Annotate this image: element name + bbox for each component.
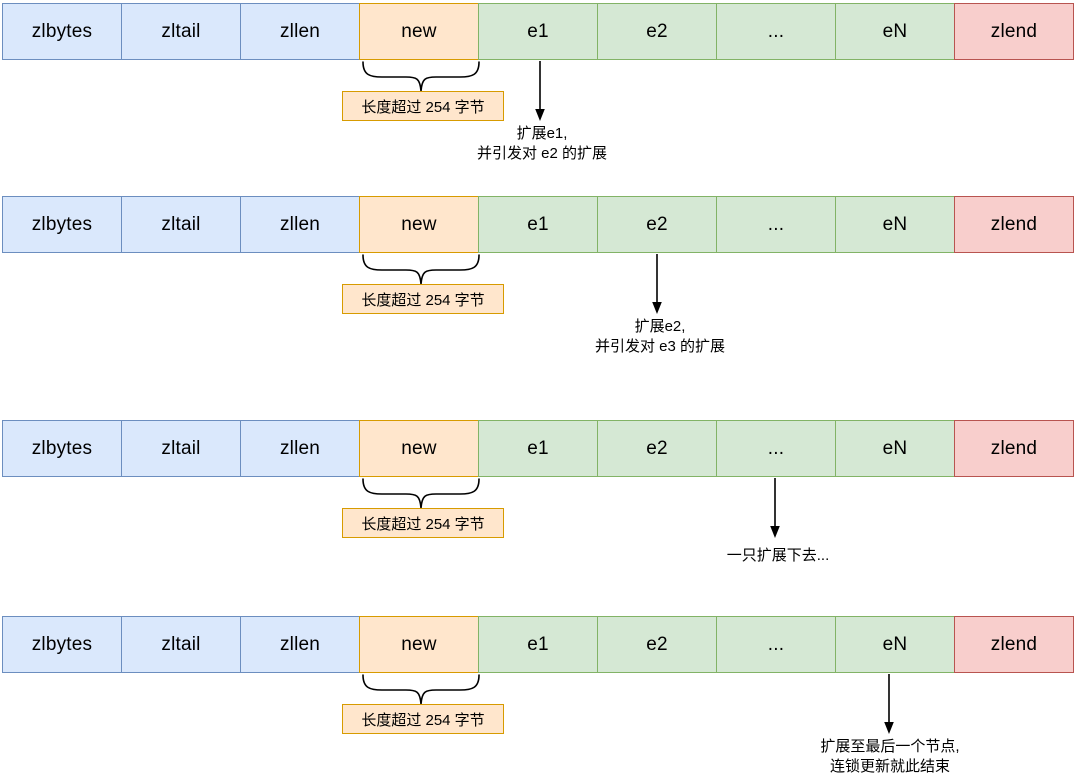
cascade-note-line: 一只扩展下去... [726,547,830,564]
cell-eN: eN [835,616,955,673]
length-callout: 长度超过 254 字节 [342,704,504,734]
cascade-note-line: 扩展e1, [516,125,568,142]
cascade-note: 一只扩展下去... [727,546,830,566]
cascade-note-line: 并引发对 e3 的扩展 [594,338,726,355]
cell-zltail: zltail [121,3,241,60]
cell-zltail: zltail [121,420,241,477]
cell-zlend: zlend [954,616,1074,673]
cell-zllen: zllen [240,196,360,253]
cell-zllen: zllen [240,616,360,673]
cell-zltail: zltail [121,616,241,673]
cell-ellipsis: ... [716,3,836,60]
cell-ellipsis: ... [716,420,836,477]
cell-new: new [359,420,479,477]
cell-e2: e2 [597,616,717,673]
cell-zltail: zltail [121,196,241,253]
ziplist-cells: zlbytes zltail zllen new e1 e2 ... eN zl… [2,196,1082,253]
cell-eN: eN [835,196,955,253]
cell-new: new [359,3,479,60]
cell-zlbytes: zlbytes [2,420,122,477]
cell-zllen: zllen [240,420,360,477]
ziplist-cells: zlbytes zltail zllen new e1 e2 ... eN zl… [2,420,1082,477]
cell-e1: e1 [478,196,598,253]
curly-brace-icon [362,254,480,285]
cascade-note-line: 扩展至最后一个节点, [820,738,960,755]
cell-e2: e2 [597,196,717,253]
cell-zlend: zlend [954,420,1074,477]
cell-new: new [359,196,479,253]
cell-e1: e1 [478,616,598,673]
cell-ellipsis: ... [716,196,836,253]
cascade-note-line: 连锁更新就此结束 [829,758,951,775]
cell-e2: e2 [597,420,717,477]
cell-zllen: zllen [240,3,360,60]
cell-new: new [359,616,479,673]
down-arrow-icon [532,61,548,122]
cell-zlend: zlend [954,196,1074,253]
cascade-note: 扩展e1, 并引发对 e2 的扩展 [477,124,607,164]
curly-brace-icon [362,61,480,92]
cell-zlbytes: zlbytes [2,616,122,673]
cell-e1: e1 [478,420,598,477]
ziplist-cells: zlbytes zltail zllen new e1 e2 ... eN zl… [2,616,1082,673]
down-arrow-icon [881,674,897,735]
curly-brace-icon [362,478,480,509]
ziplist-row-3: zlbytes zltail zllen new e1 e2 ... eN zl… [2,420,1082,564]
cascade-note-line: 并引发对 e2 的扩展 [476,145,608,162]
ziplist-cells: zlbytes zltail zllen new e1 e2 ... eN zl… [2,3,1082,60]
down-arrow-icon [649,254,665,315]
cell-eN: eN [835,420,955,477]
cell-e1: e1 [478,3,598,60]
cascade-note: 扩展至最后一个节点, 连锁更新就此结束 [820,737,959,777]
cascade-note: 扩展e2, 并引发对 e3 的扩展 [595,317,725,357]
cell-eN: eN [835,3,955,60]
ziplist-row-4: zlbytes zltail zllen new e1 e2 ... eN zl… [2,616,1082,775]
cell-zlbytes: zlbytes [2,196,122,253]
cell-zlend: zlend [954,3,1074,60]
length-callout: 长度超过 254 字节 [342,508,504,538]
cascade-note-line: 扩展e2, [634,318,686,335]
cell-ellipsis: ... [716,616,836,673]
ziplist-row-2: zlbytes zltail zllen new e1 e2 ... eN zl… [2,196,1082,355]
cell-e2: e2 [597,3,717,60]
down-arrow-icon [767,478,783,539]
length-callout: 长度超过 254 字节 [342,284,504,314]
ziplist-row-1: zlbytes zltail zllen new e1 e2 ... eN zl… [2,3,1082,162]
cell-zlbytes: zlbytes [2,3,122,60]
length-callout: 长度超过 254 字节 [342,91,504,121]
curly-brace-icon [362,674,480,705]
